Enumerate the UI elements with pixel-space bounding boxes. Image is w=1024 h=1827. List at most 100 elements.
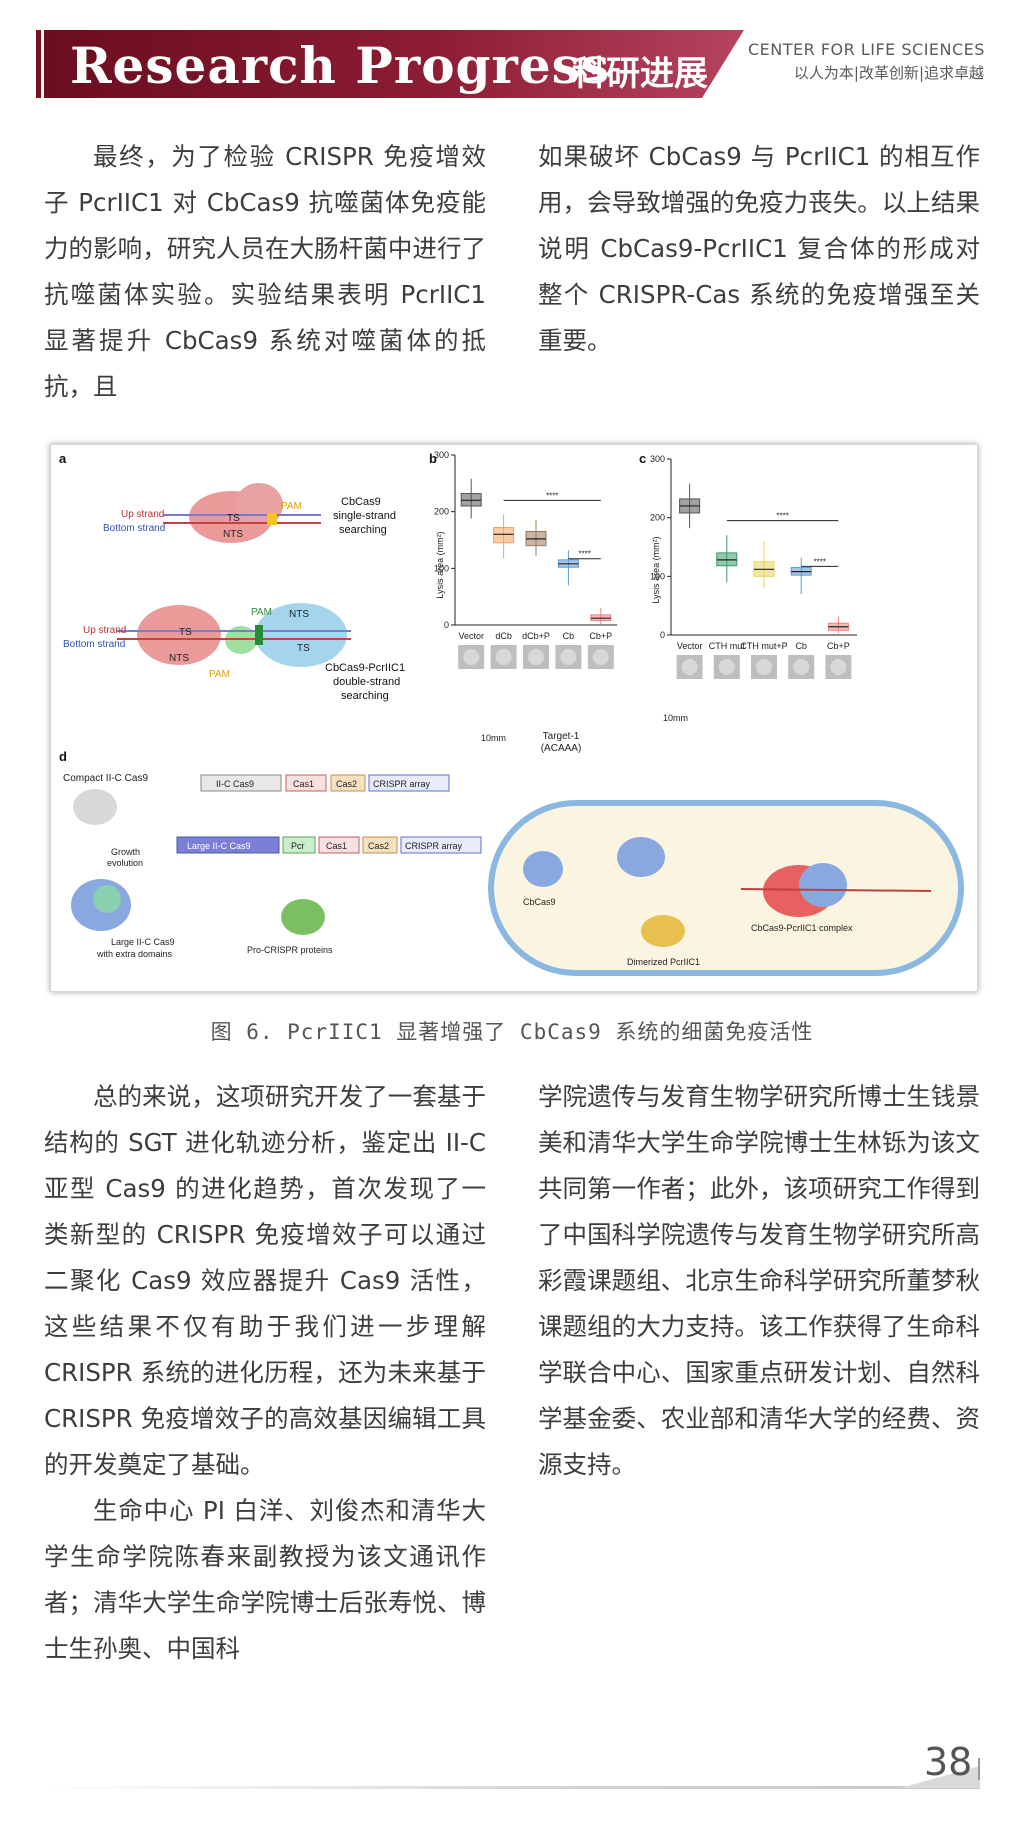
pam-label-3: PAM — [209, 669, 230, 680]
figure-caption: 图 6. PcrIIC1 显著增强了 CbCas9 系统的细菌免疫活性 — [210, 1020, 814, 1044]
header-banner — [44, 30, 744, 98]
org-motto: 以人为本|改革创新|追求卓越 — [793, 64, 984, 82]
y-tick-label: 300 — [650, 454, 665, 464]
bottom-strand-label: Bottom strand — [103, 523, 165, 534]
cas9-double-strand-diagram — [117, 603, 351, 667]
evolution-label: evolution — [107, 858, 143, 868]
complex-caption-2: double-strand — [333, 676, 400, 688]
x-tick-label: CTH mut — [709, 641, 745, 651]
y-tick-label: 200 — [650, 513, 665, 523]
up-strand-label-2: Up strand — [83, 625, 126, 636]
sig-label: **** — [814, 557, 826, 566]
cbcas9-caption-2: single-strand — [333, 510, 396, 522]
plaque-spot — [495, 649, 512, 665]
paragraph: 总的来说，这项研究开发了一套基于结构的 SGT 进化轨迹分析，鉴定出 II-C … — [44, 1082, 486, 1479]
gene-crispr-array: CRISPR array — [373, 779, 431, 789]
plaque-spot — [793, 659, 810, 675]
plaque-spot — [756, 659, 772, 675]
chart-b-scale: 10mm — [481, 733, 506, 743]
footer-divider — [40, 1786, 980, 1789]
y-tick-label: 100 — [650, 571, 665, 581]
chart-b-target: Target-1 — [543, 731, 580, 742]
chart-c-scale: 10mm — [663, 713, 688, 723]
chart-b-ylabel: Lysis area (mm²) — [435, 531, 445, 598]
compact-cas9-shape — [73, 789, 117, 825]
complex-caption-1: CbCas9-PcrIIC1 — [325, 662, 405, 674]
y-tick-label: 200 — [434, 507, 449, 517]
x-tick-label: Vector — [677, 641, 703, 651]
org-branding: CENTER FOR LIFE SCIENCES 以人为本|改革创新|追求卓越 — [748, 40, 984, 83]
chart-c-ylabel: Lysis area (mm²) — [651, 536, 661, 603]
plaque-spot — [560, 649, 577, 665]
chart-b-target-seq: (ACAAA) — [541, 743, 582, 754]
pam-label: PAM — [281, 501, 302, 512]
gene-cluster-large — [176, 836, 482, 854]
cbcas9-cell-label: CbCas9 — [523, 897, 556, 907]
x-tick-label: Cb — [563, 631, 575, 641]
paragraph: 学院遗传与发育生物学研究所博士生钱景美和清华大学生命学院博士生林铄为该文共同第一… — [538, 1082, 980, 1479]
pam-label-2: PAM — [251, 607, 272, 618]
up-strand-label: Up strand — [121, 509, 164, 520]
dimer-label: Dimerized PcrIIC1 — [627, 957, 700, 967]
plaque-spot — [830, 659, 847, 675]
plaque-spot — [592, 649, 609, 665]
cbcas9-caption-1: CbCas9 — [341, 496, 381, 508]
gene-cas2-2: Cas2 — [368, 841, 389, 851]
y-tick-label: 300 — [434, 450, 449, 460]
compact-cas9-label: Compact II-C Cas9 — [63, 773, 148, 784]
pro-crispr-shape — [281, 899, 325, 935]
column-bottom-left: 总的来说，这项研究开发了一套基于结构的 SGT 进化轨迹分析，鉴定出 II-C … — [44, 1074, 486, 1672]
gene-iic-cas9: II-C Cas9 — [216, 779, 254, 789]
complex-caption-3: searching — [341, 690, 389, 702]
box — [493, 527, 515, 544]
nts-label-2: NTS — [169, 653, 189, 664]
header-accent-bar — [36, 30, 41, 98]
cbcas9-caption-3: searching — [339, 524, 387, 536]
nts-label: NTS — [223, 529, 243, 540]
bacterial-cell — [488, 800, 964, 976]
complex-cell-label: CbCas9-PcrIIC1 complex — [751, 923, 853, 933]
panel-b-label: b — [429, 451, 437, 466]
plaque-spot — [681, 659, 698, 675]
org-name: CENTER FOR LIFE SCIENCES — [748, 40, 985, 59]
growth-label: Growth — [111, 847, 140, 857]
x-tick-label: Vector — [458, 631, 484, 641]
gene-cas1: Cas1 — [293, 779, 314, 789]
y-tick-label: 0 — [660, 630, 665, 640]
panel-c-label: c — [639, 451, 646, 466]
column-top-left: 最终，为了检验 CRISPR 免疫增效子 PcrIIC1 对 CbCas9 抗噬… — [44, 134, 486, 410]
bottom-strand-label-2: Bottom strand — [63, 639, 125, 650]
sig-label: **** — [546, 491, 558, 500]
x-tick-label: dCb+P — [522, 631, 550, 641]
x-tick-label: Cb — [795, 641, 807, 651]
large-cas9-label: Large II-C Cas9 — [111, 937, 175, 947]
y-tick-label: 100 — [434, 563, 449, 573]
y-tick-label: 0 — [444, 620, 449, 630]
cas9-single-strand-diagram — [163, 483, 321, 543]
paragraph: 如果破坏 CbCas9 与 PcrIIC1 的相互作用，会导致增强的免疫力丧失。… — [538, 142, 980, 355]
paragraph: 生命中心 PI 白洋、刘俊杰和清华大学生命学院陈春来副教授为该文通讯作者；清华大… — [44, 1496, 486, 1663]
section-title: Research Progress — [70, 36, 610, 95]
ts-label: TS — [227, 513, 240, 524]
plaque-spot — [718, 659, 735, 675]
paragraph: 最终，为了检验 CRISPR 免疫增效子 PcrIIC1 对 CbCas9 抗噬… — [44, 142, 486, 401]
nts-label-3: NTS — [289, 609, 309, 620]
gene-crispr-array-2: CRISPR array — [405, 841, 463, 851]
figure-graphic: a Up strand Bottom strand TS NTS PAM CbC… — [59, 450, 964, 976]
sig-label: **** — [578, 550, 590, 559]
gene-large-iic-cas9: Large II-C Cas9 — [187, 841, 251, 851]
x-tick-label: Cb+P — [827, 641, 850, 651]
panel-a-label: a — [59, 451, 67, 466]
page-number-tick — [978, 1758, 980, 1780]
sig-label: **** — [776, 512, 788, 521]
gene-pcr: Pcr — [291, 841, 305, 851]
page-header: Research Progress 科研进展 CENTER FOR LIFE S… — [36, 30, 984, 98]
plaque-spot — [528, 649, 544, 665]
gene-cluster-compact — [200, 774, 450, 792]
page-number: 38 — [924, 1740, 973, 1784]
section-title-cn: 科研进展 — [572, 54, 708, 94]
gene-cas1-2: Cas1 — [326, 841, 347, 851]
x-tick-label: dCb — [495, 631, 512, 641]
